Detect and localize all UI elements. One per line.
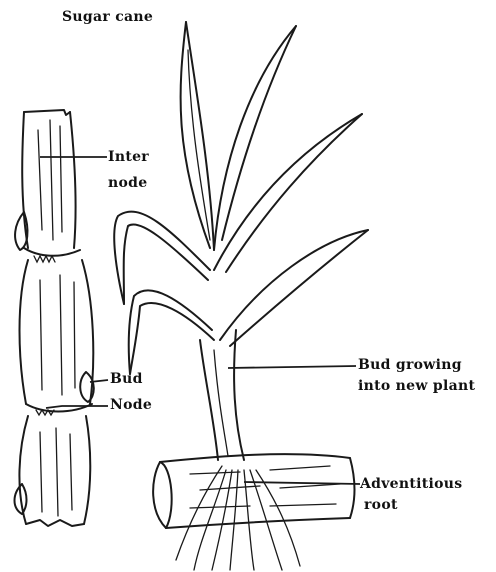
label-root-line1: Adventitious [360,476,462,493]
label-internode-line1: Inter [108,149,149,166]
node-pointer [46,406,108,408]
sugarcane-stem-drawing [15,110,94,526]
label-internode-line2: node [108,175,147,192]
label-root-line2: root [364,497,398,514]
root-pointer [244,482,360,484]
new-plant-pointer [228,366,356,368]
label-new-plant-line2: into new plant [358,378,475,395]
diagram-title: Sugar cane [62,9,153,26]
label-new-plant-line1: Bud growing [358,357,462,374]
label-bud: Bud [110,371,143,388]
label-node: Node [110,397,152,414]
new-plant-drawing [114,22,368,570]
